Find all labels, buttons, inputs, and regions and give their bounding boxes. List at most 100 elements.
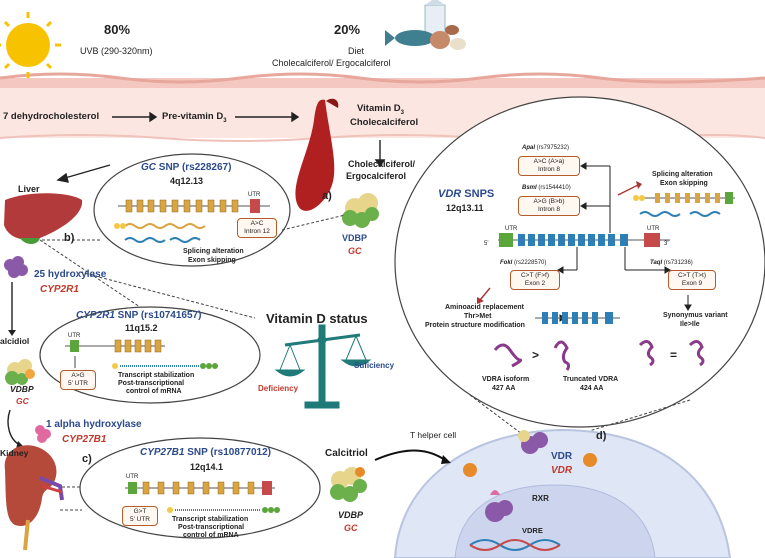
hydroxylase-protein-icon — [4, 256, 28, 278]
cyp27b1-note-3: control of mRNA — [183, 532, 239, 539]
label-c: c) — [82, 453, 92, 465]
cyp27b1-snp-location: 12q14.1 — [190, 462, 224, 472]
apai-mutation-box: A>C (A>a)Intron 8 — [518, 156, 580, 176]
vdr-utr-left: UTR — [505, 226, 518, 232]
protein-modification: Protein structure modification — [425, 322, 525, 329]
pathway-step-4b: Ergocalciferol — [346, 171, 407, 181]
vdr-splice-note-1: Splicing alteration — [652, 171, 713, 178]
cyp27b1-utr: UTR — [126, 474, 139, 480]
foki-label: FokI (rs2228570) — [500, 260, 547, 266]
vdr-3prime: 3' — [664, 241, 669, 247]
gc-snp-location: 4q12.13 — [170, 176, 204, 186]
vdre-label: VDRE — [522, 526, 543, 535]
calcidiol-protein-icon — [5, 359, 35, 385]
gc-label-a: GC — [348, 246, 362, 256]
thr-met: Thr>Met — [464, 313, 492, 320]
synonymous-variant: Synonymus variant — [663, 312, 728, 319]
diet-label: Diet — [348, 46, 365, 56]
rxr-complex-icon — [485, 490, 513, 522]
greater-than: > — [532, 348, 540, 362]
equals-sign: = — [670, 348, 678, 362]
ile-ile: Ile>Ile — [680, 321, 700, 328]
truncated-vdra-aa: 424 AA — [580, 385, 604, 392]
vdra-isoform-aa: 427 AA — [492, 385, 516, 392]
pathway-step-4a: Cholecalciferol/ — [348, 159, 416, 169]
pathway-step-3b: Cholecalciferol — [350, 117, 419, 128]
gc-note-1: Splicing alteration — [183, 248, 244, 255]
vitamin-d-status-title: Vitamin D status — [266, 311, 368, 326]
vdr-utr-right: UTR — [647, 226, 660, 232]
vdbp-label-d: VDBP — [338, 510, 364, 520]
gc-snp-title: GC SNP (rs228267) — [141, 162, 232, 173]
cyp27b1-snp-title: CYP27B1 SNP (rs10877012) — [140, 447, 272, 458]
vdr-snps-location: 12q13.11 — [446, 203, 484, 213]
bsmi-label: BsmI (rs1544410) — [522, 185, 571, 191]
vdr-protein-icon — [518, 430, 548, 454]
cyp2r1-note-1: Transcript stabilization — [118, 372, 195, 379]
calcitriol-label: Calcitriol — [325, 448, 368, 459]
pathway-step-3: Vitamin D3 — [357, 103, 404, 116]
diet-sub: Cholecalciferol/ Ergocalciferol — [272, 58, 391, 68]
uvb-label: UVB (290-320nm) — [80, 46, 153, 56]
skin-layer-top — [0, 78, 765, 88]
vdbp-label-b: VDBP — [10, 384, 34, 394]
cyp2r1-gene-label: CYP2R1 — [40, 284, 79, 295]
hydroxylase-25-label: 25 hydroxylase — [34, 269, 107, 280]
bsmi-mutation-box: A>G (B>b)Intron 8 — [518, 196, 580, 216]
calcidiol-label: alcidiol — [0, 336, 30, 346]
calcitriol-vdbp-icon — [330, 467, 367, 502]
blood-vessel-icon — [295, 99, 335, 211]
foki-mutation-box: C>T (F>f)Exon 2 — [510, 270, 560, 290]
vdr-splice-note-2: Exon skipping — [660, 180, 708, 187]
apai-label: ApaI (rs7975232) — [522, 145, 570, 151]
rxr-label: RXR — [532, 494, 549, 503]
pathway-step-2: Pre-vitamin D3 — [162, 111, 227, 124]
taqi-mutation-box: C>T (T>t)Exon 9 — [668, 270, 716, 290]
gc-utr: UTR — [248, 192, 261, 198]
diet-percent: 20% — [334, 22, 361, 37]
vdr-protein-label: VDR — [551, 451, 573, 462]
vdr-gene-label: VDR — [551, 465, 573, 476]
gc-snp-ellipse — [93, 153, 291, 267]
kidney-label: Kidney — [0, 448, 29, 458]
t-helper-label: T helper cell — [410, 430, 457, 440]
vdr-snps-title: VDR SNPS — [438, 188, 495, 200]
truncated-vdra: Truncated VDRA — [563, 376, 619, 383]
pathway-step-1: 7 dehydrocholesterol — [3, 111, 100, 122]
cyp2r1-snp-title: CYP2R1 SNP (rs10741657) — [76, 310, 202, 321]
alpha-hydroxylase-label: 1 alpha hydroxylase — [46, 419, 142, 430]
label-b: b) — [64, 232, 75, 244]
aa-replacement: Aminoacid replacement — [445, 304, 524, 311]
uvb-percent: 80% — [104, 22, 131, 37]
food-icon — [385, 0, 466, 50]
balance-scale-icon — [274, 324, 372, 409]
deficiency-label: Deficiency — [258, 384, 299, 393]
gc-note-2: Exon skipping — [188, 257, 236, 264]
vdr-5prime: 5' — [484, 241, 489, 247]
kidney-icon — [4, 445, 57, 526]
cyp27b1-note-2: Post-transcriptional — [178, 524, 245, 531]
taqi-label: TaqI (rs731236) — [650, 260, 693, 266]
vdra-isoform: VDRA isoform — [482, 376, 530, 383]
cyp2r1-note-3: control of mRNA — [126, 388, 182, 395]
gc-label-d: GC — [344, 523, 358, 533]
vdbp-protein-icon — [342, 193, 379, 228]
cyp2r1-note-2: Post-transcriptional — [118, 380, 185, 387]
cyp27b1-gene-label: CYP27B1 — [62, 434, 107, 445]
cyp27b1-note-1: Transcript stabilization — [172, 516, 249, 523]
liver-icon — [4, 193, 83, 240]
gc-label-b: GC — [16, 396, 29, 406]
sun-icon — [0, 12, 61, 78]
liver-label: Liver — [18, 184, 40, 194]
label-d: d) — [596, 430, 607, 442]
sufficiency-label: Suficiency — [354, 361, 395, 370]
cyp2r1-snp-location: 11q15.2 — [125, 323, 158, 333]
label-a: a) — [322, 190, 332, 202]
cyp2r1-utr: UTR — [68, 333, 81, 339]
vdbp-label-a: VDBP — [342, 233, 368, 243]
vdr-snps-ellipse — [394, 96, 765, 428]
